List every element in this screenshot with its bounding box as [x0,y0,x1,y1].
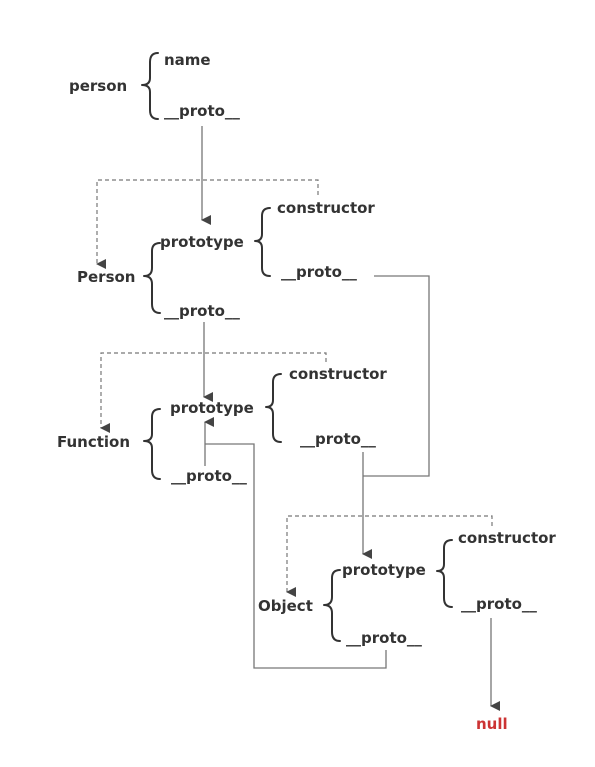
Person-prototype-prop: prototype [160,233,244,251]
Person-prototype-constructor: constructor [277,199,375,217]
Object-brace [323,569,341,642]
Person-brace [143,242,161,314]
Function-brace [143,408,161,480]
edge-Object-proto-to-Function-prototype [205,443,387,669]
Person-prototype-proto: __proto__ [281,263,357,281]
function-prototype-brace [265,373,282,443]
node-person: person [69,77,127,95]
Function-prototype-prop: prototype [170,399,254,417]
Function-proto-prop: __proto__ [171,467,247,485]
edge-Person-prototype-proto-to-Object-prototype [363,275,430,477]
Object-prototype-prop: prototype [342,561,426,579]
edge-constructor-to-Person [96,179,319,269]
edge-constructor-to-Object [286,515,493,597]
person-proto-prop: __proto__ [164,102,240,120]
Function-prototype-proto: __proto__ [300,430,376,448]
edge-constructor-to-Function [100,352,327,433]
Object-prototype-constructor: constructor [458,529,556,547]
node-null: null [476,715,508,733]
Function-prototype-constructor: constructor [289,365,387,383]
person-brace [141,52,159,120]
person-name-prop: name [164,51,211,69]
node-Function: Function [57,433,130,451]
Object-prototype-proto: __proto__ [461,595,537,613]
person-prototype-brace [254,207,271,277]
object-prototype-brace [436,539,453,608]
node-Person: Person [77,268,135,286]
Person-proto-prop: __proto__ [164,302,240,320]
node-Object: Object [258,597,313,615]
Object-proto-prop: __proto__ [346,629,422,647]
